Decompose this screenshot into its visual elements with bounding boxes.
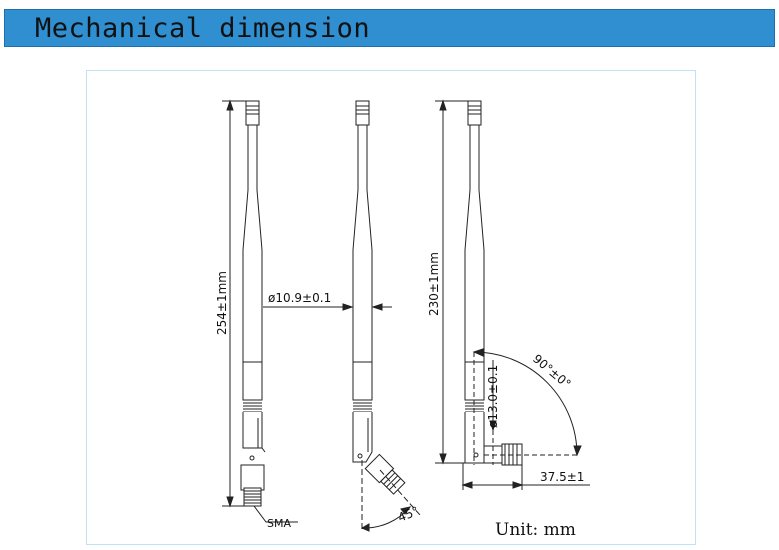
drawing-frame xyxy=(86,70,696,545)
section-header: Mechanical dimension xyxy=(4,9,775,47)
unit-label: Unit: mm xyxy=(495,520,576,540)
angle-90-label: 90°±0° xyxy=(530,352,573,392)
offset-length-label: 37.5±1 xyxy=(540,470,584,484)
angle-45-label: 45° xyxy=(396,504,421,525)
sma-label: SMA xyxy=(267,517,291,530)
length-230-label: 230±1mm xyxy=(427,252,441,316)
antenna-bent xyxy=(435,99,590,490)
antenna-tilted xyxy=(263,100,421,532)
diameter-label: ø10.9±0.1 xyxy=(268,291,331,305)
length-254-label: 254±1mm xyxy=(215,271,229,335)
section-title: Mechanical dimension xyxy=(35,13,371,44)
connector-diameter-label: ø13.0±0.1 xyxy=(486,365,500,428)
antenna-straight xyxy=(222,99,298,523)
